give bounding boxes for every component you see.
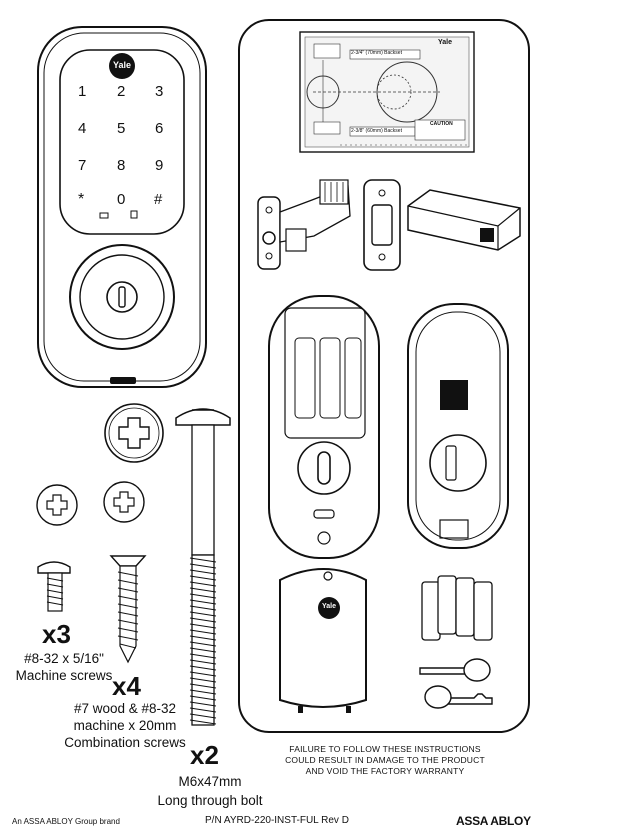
key-0: 0	[117, 191, 126, 208]
machine-screws-qty: x3	[42, 619, 71, 649]
key-6: 6	[155, 120, 164, 137]
machine-screws-spec: #8-32 x 5/16"	[24, 651, 104, 666]
combination-screws-name: Combination screws	[64, 735, 186, 750]
key-5: 5	[117, 120, 126, 137]
key-8: 8	[117, 157, 126, 174]
template-label-caution: CAUTION	[430, 121, 453, 127]
key-hash: #	[154, 191, 163, 208]
cover-brand-logo: Yale	[321, 603, 336, 610]
footer-assa-abloy-logo: ASSA ABLOY	[456, 814, 531, 828]
template-card-brand: Yale	[438, 39, 453, 46]
key-7: 7	[78, 157, 87, 174]
machine-screws-name: Machine screws	[15, 668, 113, 683]
through-bolt-name: Long through bolt	[157, 793, 263, 808]
combination-screws-qty: x4	[112, 671, 141, 701]
template-label-60mm: 2-3/8" (60mm) Backset	[351, 128, 402, 134]
footer-group-brand: An ASSA ABLOY Group brand	[12, 817, 120, 826]
template-label-70mm: 2-3/4" (70mm) Backset	[351, 50, 402, 56]
key-3: 3	[155, 83, 164, 100]
key-9: 9	[155, 157, 164, 174]
key-4: 4	[78, 120, 87, 137]
key-1: 1	[78, 83, 87, 100]
combination-screws-spec2: machine x 20mm	[73, 718, 177, 733]
key-2: 2	[117, 83, 126, 100]
combination-screws-spec: #7 wood & #8-32	[73, 701, 177, 716]
warning-line-3: AND VOID THE FACTORY WARRANTY	[305, 766, 465, 776]
through-bolt-spec: M6x47mm	[178, 774, 242, 789]
keypad-brand-logo: Yale	[112, 60, 132, 70]
warning-line-1: FAILURE TO FOLLOW THESE INSTRUCTIONS	[289, 744, 481, 754]
footer-part-number: P/N AYRD-220-INST-FUL Rev D	[205, 815, 349, 826]
key-star: *	[78, 191, 85, 208]
warning-line-2: COULD RESULT IN DAMAGE TO THE PRODUCT	[285, 755, 485, 765]
through-bolt-qty: x2	[190, 740, 219, 770]
